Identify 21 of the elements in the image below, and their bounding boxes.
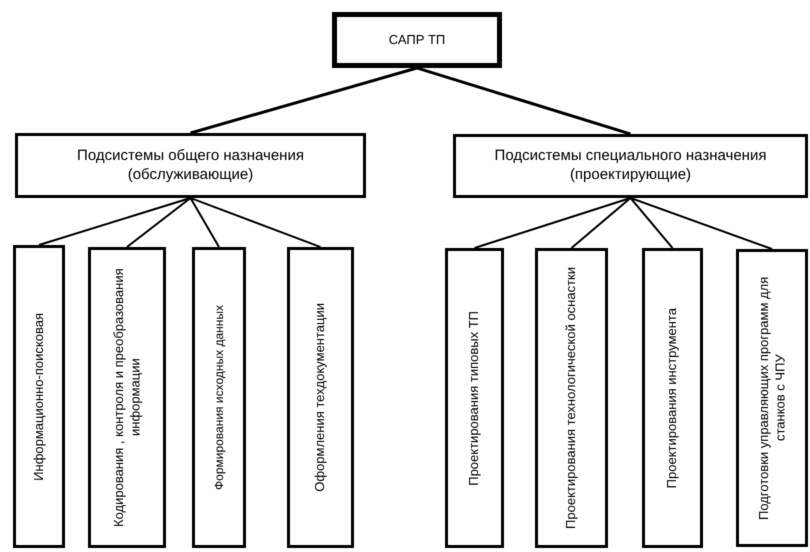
subsystem-box: Проектирования типовых ТП <box>445 248 504 548</box>
connector-line <box>38 197 191 246</box>
connector-line <box>630 197 772 250</box>
connector-line <box>190 198 220 248</box>
connector-line <box>416 66 631 136</box>
connector-line <box>190 66 418 134</box>
subsystem-box: Оформления техдокументации <box>287 247 354 548</box>
connector-line <box>126 197 192 248</box>
subsystem-box: Подготовки управляющих программ для станков с ЧПУ <box>736 249 808 547</box>
connector-line <box>630 197 674 249</box>
subsystem-box: Информационно-поисковая <box>13 245 65 548</box>
subsystem-box: Проектирования технологической оснастки <box>535 248 608 548</box>
connector-line <box>190 197 321 248</box>
group-box: Подсистемы специального назначения (проектирующие) <box>453 134 808 198</box>
connector-line <box>570 197 632 249</box>
connector-line <box>474 197 631 249</box>
group-box: Подсистемы общего назначения (обслуживающие) <box>15 133 366 198</box>
root-box: САПР ТП <box>332 12 502 68</box>
subsystem-box: Кодирования , контроля и преобразования информации <box>88 247 166 548</box>
subsystem-box: Проектирования инструмента <box>642 248 703 548</box>
subsystem-box: Формирования исходных данных <box>192 247 246 548</box>
